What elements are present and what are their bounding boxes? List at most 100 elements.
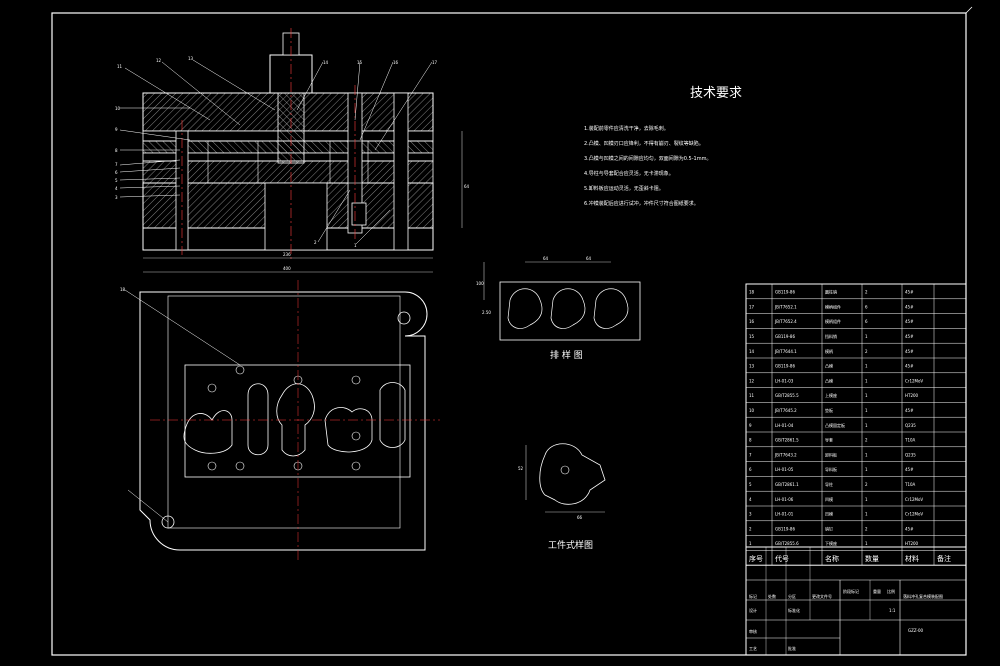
bom-cell-code: LH-01-05 <box>775 467 794 472</box>
bom-cell-qty: 2 <box>865 526 868 531</box>
bom-cell-code: GB119-86 <box>775 290 795 295</box>
bom-cell-name: 导套 <box>825 437 833 443</box>
strip-layout-view: 64 64 100 2.50 排 样 图 <box>476 256 641 361</box>
leader-18 <box>124 289 241 366</box>
bom-cell-code: GB/T2855.6 <box>775 541 799 546</box>
leader-lines <box>119 59 433 245</box>
workpiece-caption: 工件式样图 <box>548 539 593 551</box>
bom-cell-no: 2 <box>749 526 752 531</box>
balloon-1: 1 <box>354 243 357 248</box>
workpiece-outline <box>539 443 606 505</box>
bom-cell-mat: 45# <box>905 364 914 369</box>
inner-block-right <box>329 140 369 184</box>
bom-cell-mat: Cr12MoV <box>905 512 923 517</box>
title-block-frame <box>745 546 967 656</box>
right-pin-head <box>351 202 367 226</box>
dim-main-width-text: 236 <box>283 252 291 257</box>
bom-cell-qty: 2 <box>865 438 868 443</box>
tb-design: 设计 <box>749 607 757 613</box>
tech-note-6: 6.冲模装配后应进行试冲，冲件尺寸符合图纸要求。 <box>584 200 699 207</box>
inner-block-left <box>207 140 259 184</box>
bom-cell-code: GB119-86 <box>775 364 795 369</box>
bom-cell-qty: 6 <box>865 319 868 324</box>
bom-cell-code: GB/T2861.5 <box>775 438 799 443</box>
bom-cell-code: LH-01-03 <box>775 378 794 383</box>
bom-cell-mat: 45# <box>905 319 914 324</box>
bom-cell-qty: 1 <box>865 364 868 369</box>
bom-cell-code: GB/T2855.5 <box>775 393 799 398</box>
balloon-16: 16 <box>393 60 399 65</box>
bom-cell-code: LH-01-04 <box>775 423 794 428</box>
tech-note-4: 4.导柱与导套配合应灵活，无卡滞现象。 <box>584 170 674 177</box>
bom-cell-mat: T10A <box>904 438 916 443</box>
tech-note-1: 1.装配前零件应清洗干净，去除毛刺。 <box>584 125 669 132</box>
bom-cell-code: GB119-86 <box>775 334 795 339</box>
bom-cell-name: 挡料销 <box>825 333 837 339</box>
title-block: 标记 处数 分区 更改文件号 设计 标准化 审核 工艺 批准 阶段标记 重量 比… <box>745 546 967 656</box>
bom-cell-code: JB/T7652.4 <box>774 319 797 324</box>
bom-cell-mat: HT200 <box>905 393 919 398</box>
bom-cell-code: LH-01-06 <box>775 497 794 502</box>
bom-cell-name: 模柄组件 <box>825 318 841 324</box>
central-cavity <box>264 182 328 251</box>
balloon-6: 6 <box>115 170 118 175</box>
bom-cell-mat: 45# <box>905 349 914 354</box>
bom-cell-qty: 1 <box>865 393 868 398</box>
bom-cell-qty: 1 <box>865 467 868 472</box>
die-inner-frame <box>184 364 411 478</box>
bom-cell-no: 10 <box>749 408 755 413</box>
balloon-5: 5 <box>115 178 118 183</box>
technical-requirements: 技术要求 1.装配前零件应清洗干净，去除毛刺。 2.凸模、凹模刃口应锋利，不得有… <box>584 86 742 207</box>
bom-cell-no: 1 <box>749 541 752 546</box>
bom-cell-name: 上模座 <box>825 392 837 398</box>
dim-strip-w-text: 2.50 <box>482 310 491 315</box>
balloon-14: 14 <box>323 60 329 65</box>
bom-cell-no: 16 <box>749 319 755 324</box>
bom-cell-no: 18 <box>749 290 755 295</box>
bom-cell-no: 12 <box>749 378 755 383</box>
bom-cell-name: 垫板 <box>825 407 833 413</box>
balloon-10: 10 <box>115 106 121 111</box>
strip-blanks <box>507 288 629 329</box>
screw-holes <box>207 365 361 471</box>
workpiece-view: 52 66 工件式样图 <box>518 443 606 551</box>
bom-cell-name: 模柄 <box>825 348 833 354</box>
tb-count: 处数 <box>768 593 776 599</box>
bom-cell-no: 7 <box>749 452 752 457</box>
lower-die-plan-view: 400 18 <box>120 266 440 560</box>
bom-header-2: 名称 <box>825 554 839 563</box>
bom-cell-no: 3 <box>749 512 752 517</box>
bom-cell-qty: 1 <box>865 541 868 546</box>
lower-die-outline <box>139 291 428 551</box>
strip <box>499 281 641 341</box>
balloon-7: 7 <box>115 162 118 167</box>
bom-cell-mat: HT200 <box>905 541 919 546</box>
bom-cell-qty: 6 <box>865 304 868 309</box>
bom-cell-code: JB/T7645.2 <box>774 408 797 413</box>
tb-standard: 标准化 <box>788 607 800 613</box>
tb-ratio: 比例 <box>887 588 895 594</box>
tb-approve: 批准 <box>788 645 796 651</box>
bom-cell-mat: 45# <box>905 304 914 309</box>
bom-header-4: 材料 <box>905 554 919 563</box>
bom-cell-qty: 2 <box>865 482 868 487</box>
tb-drawing-name: 落料冲孔复合模装配图 <box>903 593 943 599</box>
leader-plan-left <box>127 489 169 523</box>
assembly-section-view: 236 64 11 12 13 14 15 16 <box>115 28 470 260</box>
bom-cell-name: 模柄组件 <box>825 303 841 309</box>
bom-cell-mat: 45# <box>905 334 914 339</box>
bom-cell-qty: 1 <box>865 408 868 413</box>
dim-lower-width-text: 400 <box>283 266 291 271</box>
bom-header-0: 序号 <box>749 554 763 563</box>
tech-note-5: 5.卸料板应运动灵活，无歪斜卡阻。 <box>584 185 664 192</box>
bom-cell-qty: 1 <box>865 334 868 339</box>
bom-cell-name: 凸模 <box>825 363 833 369</box>
bom-cell-name: 凸模 <box>825 377 833 383</box>
bom-cell-no: 8 <box>749 438 752 443</box>
bom-cell-code: JB/T7643.2 <box>774 452 797 457</box>
bom-cell-code: JB/T7644.1 <box>774 349 797 354</box>
bom-cell-code: LH-01-01 <box>775 512 794 517</box>
dim-part-h-text: 52 <box>518 466 524 471</box>
